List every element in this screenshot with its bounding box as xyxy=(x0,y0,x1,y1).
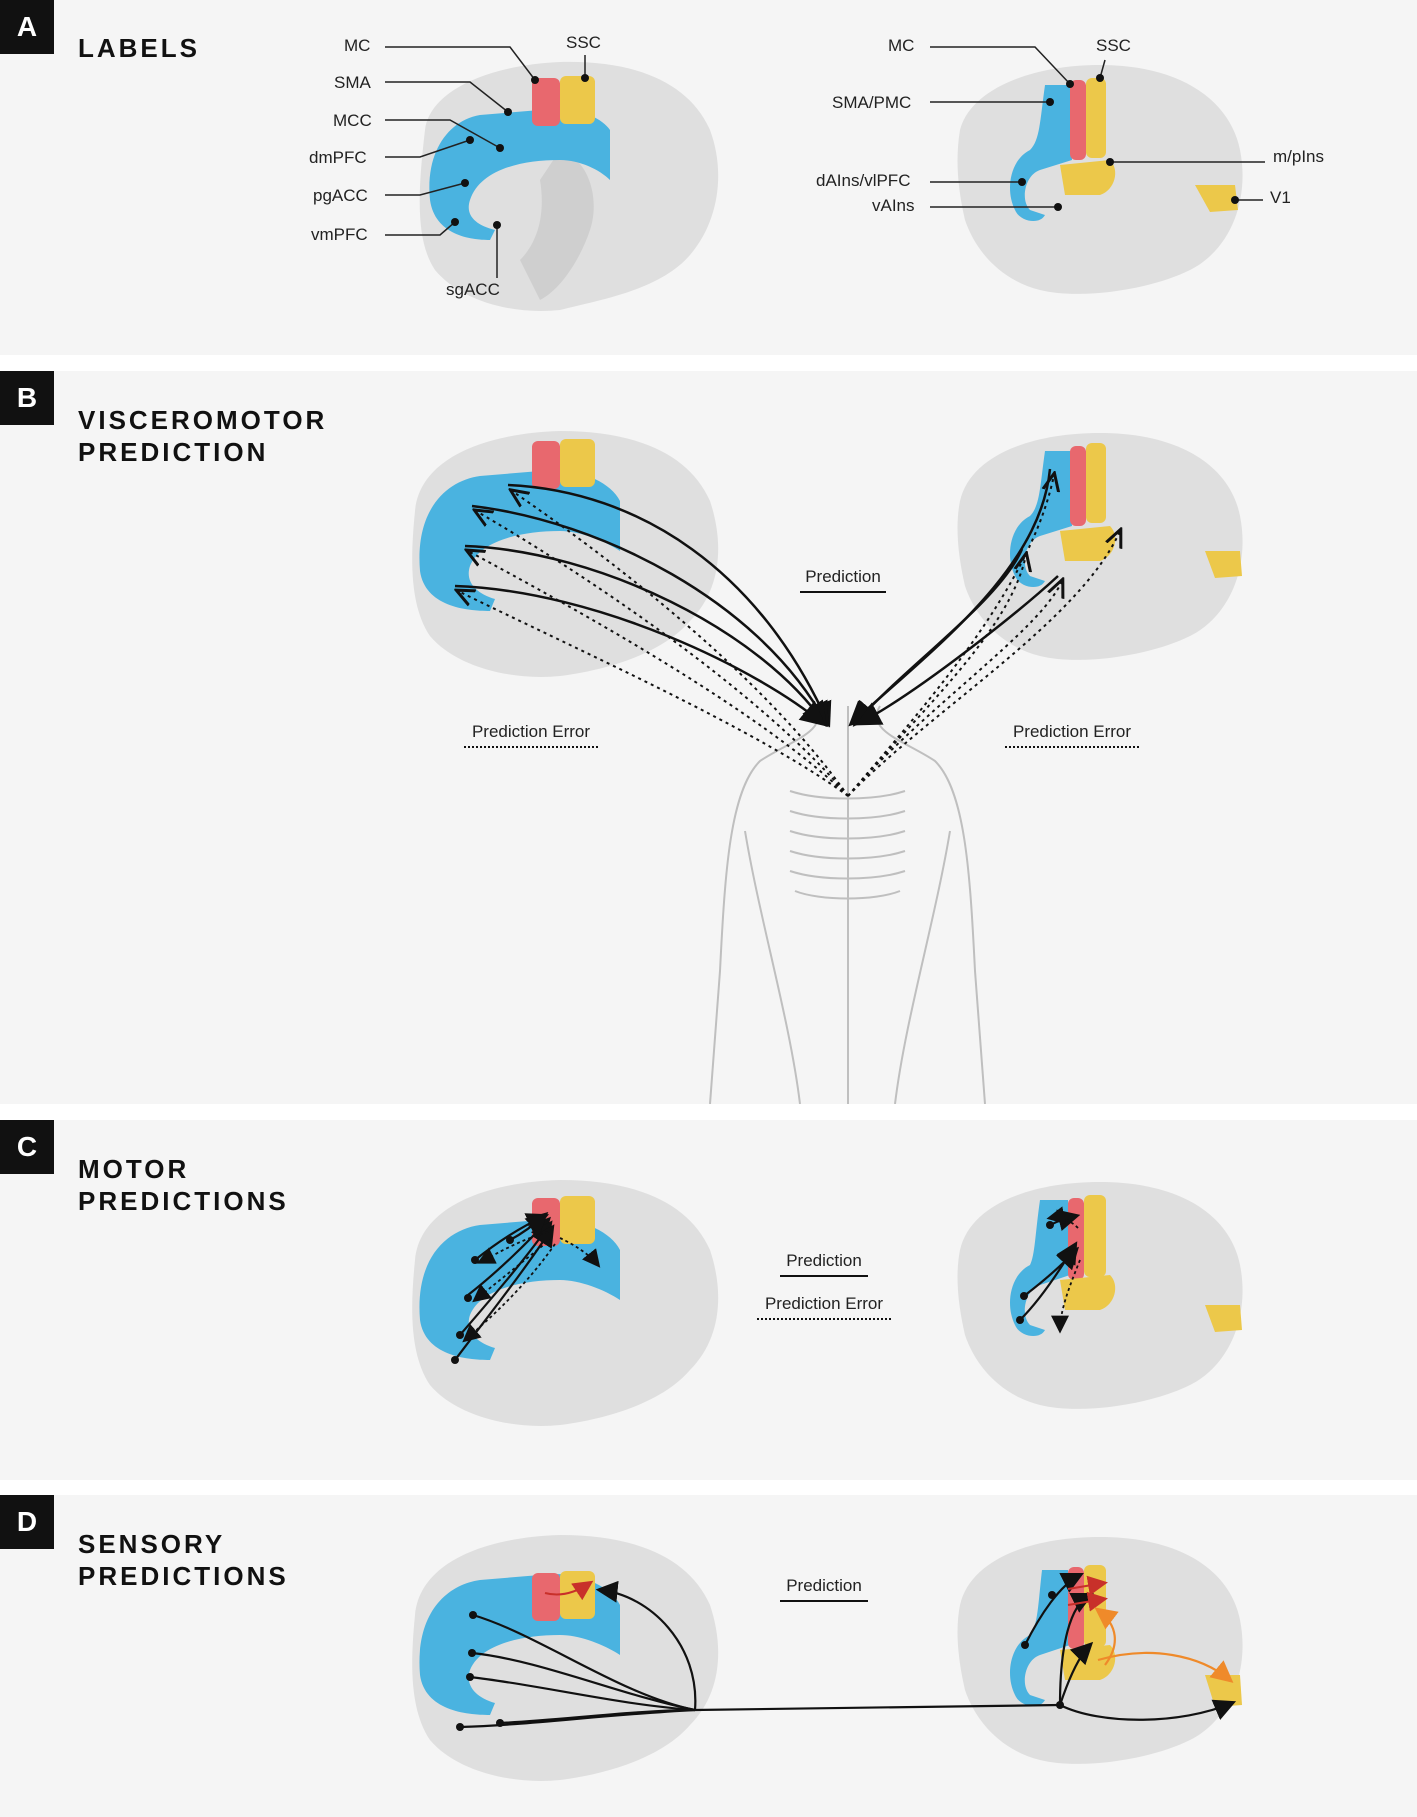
prediction-error-arrows xyxy=(458,475,1120,797)
panel-letter: A xyxy=(0,0,54,54)
legend-prediction: Prediction xyxy=(780,1251,868,1277)
medial-brain xyxy=(412,1535,719,1781)
panel-letter: B xyxy=(0,371,54,425)
panel-title: SENSORY PREDICTIONS xyxy=(78,1529,289,1591)
label-vmpfc: vmPFC xyxy=(311,225,368,244)
leader-lines xyxy=(385,46,1265,278)
legend-prediction-error-left: Prediction Error xyxy=(464,722,598,748)
panel-letter: D xyxy=(0,1495,54,1549)
label-ssc: SSC xyxy=(566,33,601,52)
lateral-brain xyxy=(957,65,1243,294)
legend-prediction-error: Prediction Error xyxy=(757,1294,891,1320)
region-dots xyxy=(451,74,1239,229)
legend-prediction: Prediction xyxy=(780,1576,868,1602)
label-sma-pmc: SMA/PMC xyxy=(832,93,912,112)
medial-brain xyxy=(412,431,719,677)
label-sma: SMA xyxy=(334,73,371,92)
label-pgacc: pgACC xyxy=(313,186,368,205)
medial-brain xyxy=(419,61,719,311)
label-sgacc: sgACC xyxy=(446,280,500,299)
body-outline xyxy=(709,705,986,1104)
label-mc: MC xyxy=(344,36,371,55)
red-arrows xyxy=(544,1575,1108,1612)
panel-title: LABELS xyxy=(78,33,200,63)
motor-nodes xyxy=(451,1221,1054,1364)
orange-arrows xyxy=(1094,1607,1234,1683)
label-m-pins: m/pIns xyxy=(1273,147,1325,166)
panel-a: A LABELS xyxy=(0,0,1417,355)
label-mcc: MCC xyxy=(333,111,372,130)
panel-title: MOTOR PREDICTIONS xyxy=(78,1154,289,1216)
panel-a-figure xyxy=(385,46,1265,311)
label-dains-vlpfc: dAIns/vlPFC xyxy=(816,171,911,190)
panel-letter: C xyxy=(0,1120,54,1174)
lateral-brain xyxy=(957,1182,1243,1409)
label-v1: V1 xyxy=(1270,188,1291,207)
panel-c-figure xyxy=(412,1180,1243,1426)
label-dmpfc: dmPFC xyxy=(309,148,367,167)
panel-title: VISCEROMOTOR PREDICTION xyxy=(78,405,328,467)
panel-d-figure xyxy=(412,1535,1243,1781)
label-ssc-lateral: SSC xyxy=(1096,36,1131,55)
panel-c: C MOTOR PREDICTIONS xyxy=(0,1120,1417,1480)
panel-d: D SENSORY PREDICTIONS xyxy=(0,1495,1417,1817)
motor-error-arrows xyxy=(462,1206,1081,1343)
legend-prediction: Prediction xyxy=(800,567,886,593)
label-mc-lateral: MC xyxy=(888,36,915,55)
sensory-prediction-arrows xyxy=(459,1573,1237,1729)
label-vains: vAIns xyxy=(872,196,915,215)
panel-b: B VISCEROMOTOR PREDICTION xyxy=(0,371,1417,1104)
sensory-nodes xyxy=(456,1591,1064,1731)
lateral-brain xyxy=(957,1537,1243,1764)
panel-b-figure xyxy=(412,431,1243,1104)
legend-prediction-error-right: Prediction Error xyxy=(1005,722,1139,748)
medial-brain xyxy=(412,1180,719,1426)
